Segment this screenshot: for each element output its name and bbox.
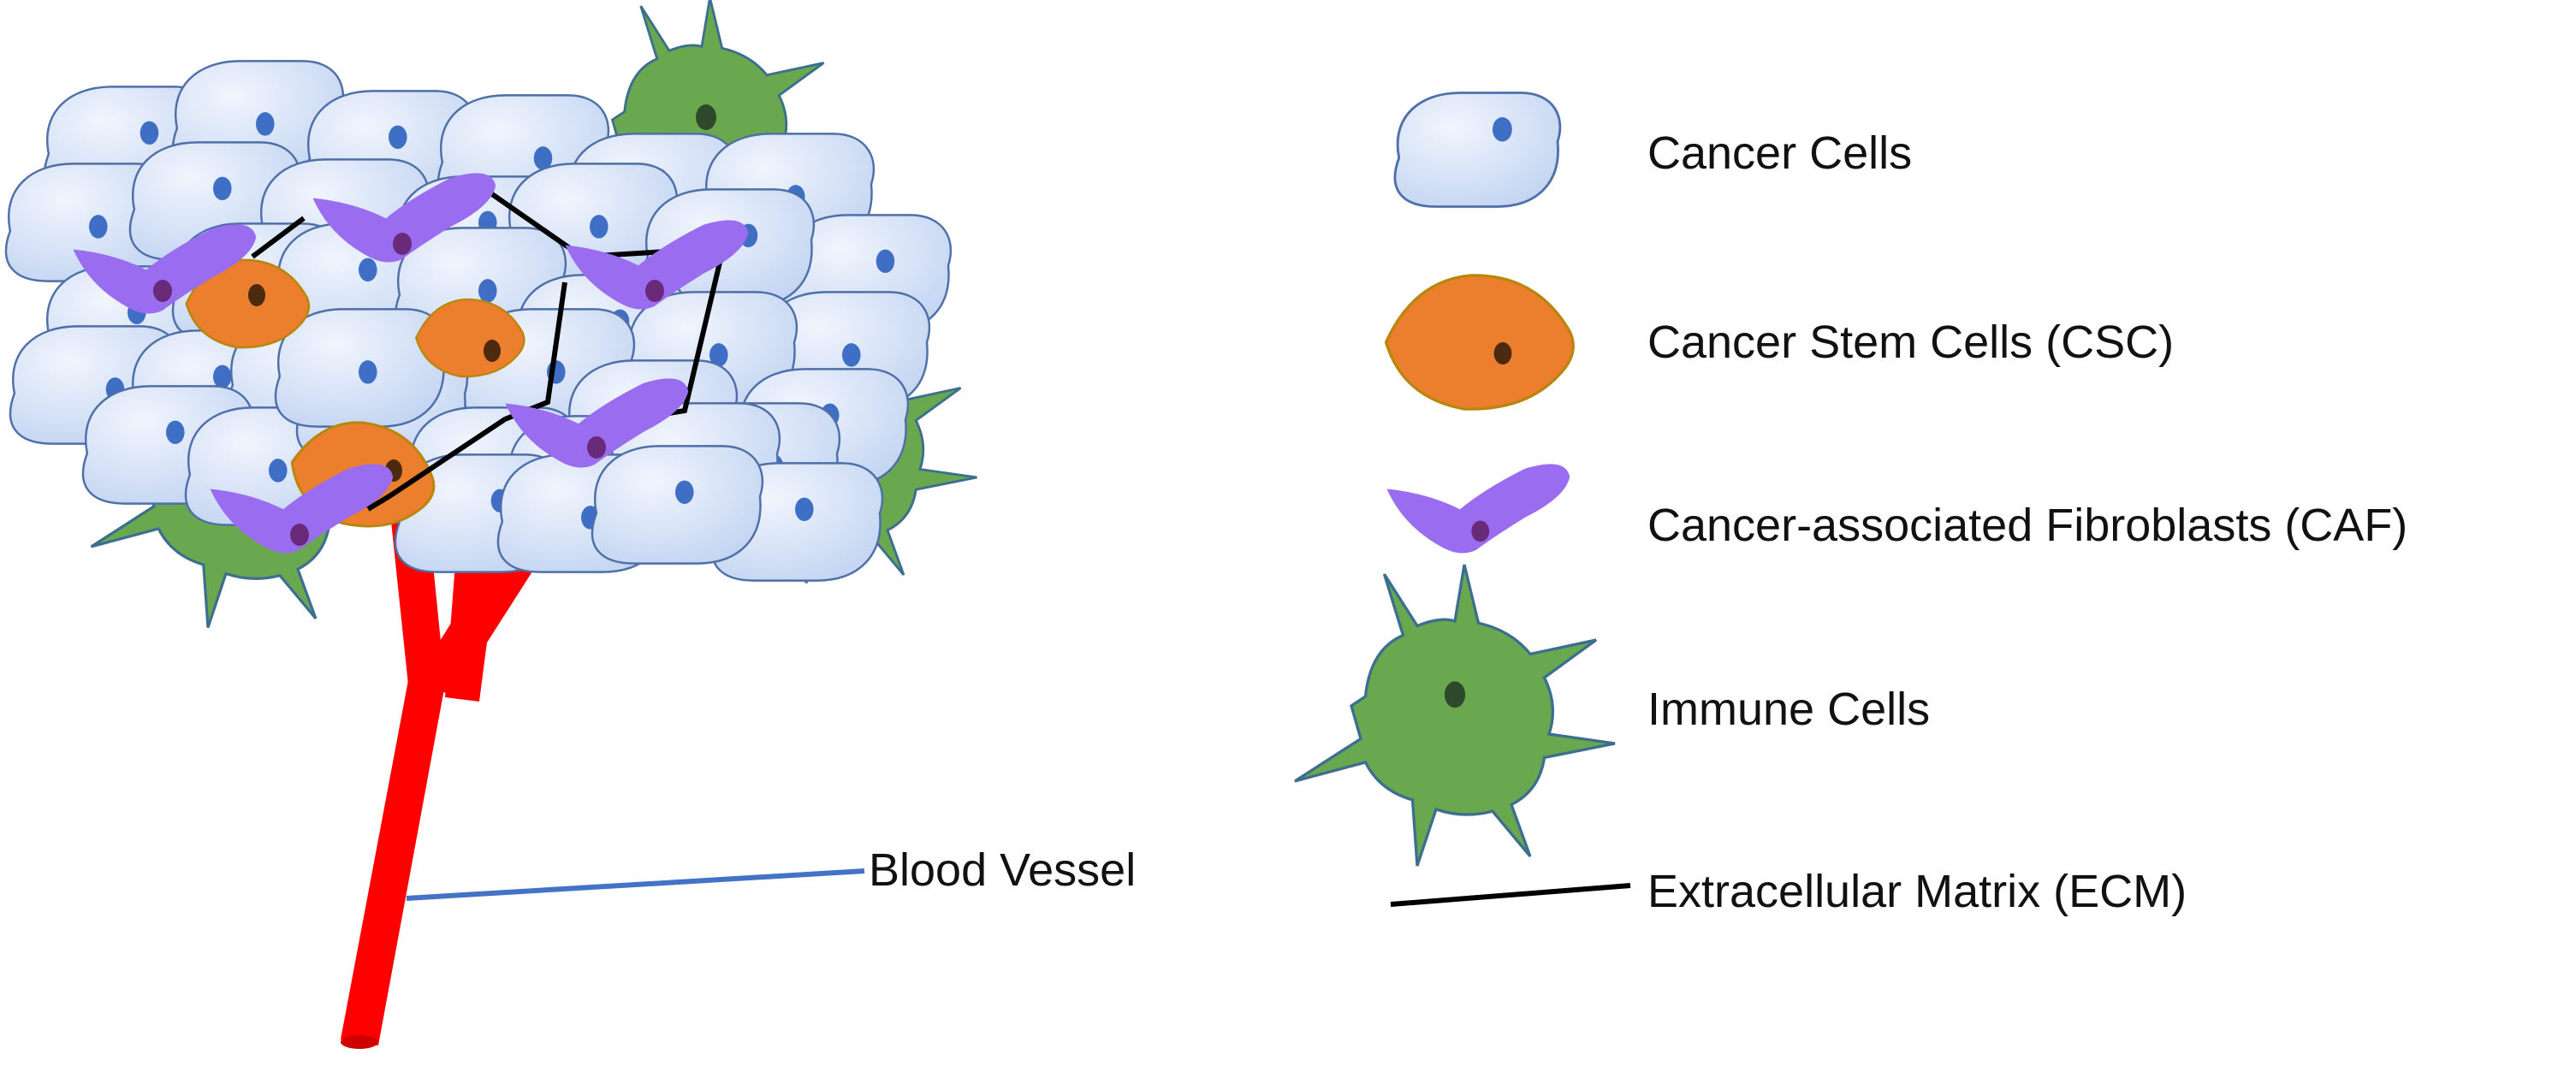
cancer-cell [394,227,567,346]
cancer-cell [304,90,478,210]
cancer-cell [625,291,798,411]
cancer-cell-nucleus [89,215,108,239]
cancer-cell [274,222,448,342]
cancer-cell-nucleus [359,360,377,384]
cancer-cell [43,86,217,205]
cancer-cell-nucleus [256,112,275,136]
cancer-cell [81,385,255,505]
cancer-cell-nucleus [139,121,159,145]
legend-cancer-stem-cells-label: Cancer Stem Cells (CSC) [1647,317,2175,368]
immune-cell-icon [1293,563,1617,868]
cancer-cell [591,445,764,565]
cancer-cell-nucleus [590,215,608,239]
caf-nucleus [153,280,172,302]
legend [1293,92,1631,907]
cancer-cell-nucleus [269,459,288,483]
stem-cell-icon [1384,274,1575,411]
cancer-cell [4,163,178,282]
blood-vessel-label: Blood Vessel [869,844,1137,896]
csc-nucleus [248,284,265,306]
cancer-cell-nucleus [166,420,185,445]
cancer-cell-nucleus [795,497,814,522]
ecm-fiber [251,216,306,259]
csc-nucleus [484,340,501,362]
immune-nucleus [696,104,716,130]
caf-nucleus [393,233,412,255]
legend-ecm-label: Extracellular Matrix (ECM) [1647,866,2187,917]
fibroblasts-cluster [73,173,749,554]
caf-nucleus [587,436,606,459]
cancer-cell [128,141,302,261]
cancer-cell-nucleus [389,125,407,150]
cancer-cell [757,291,931,411]
cancer-cell [171,60,345,180]
cancer-cell-icon [1393,92,1562,208]
vessel-trunk [341,676,445,1045]
caf-nucleus [290,524,309,546]
cancer-cell [505,163,679,282]
legend-caf-label: Cancer-associated Fibroblasts (CAF) [1647,500,2408,551]
legend-immune-cells-label: Immune Cells [1647,684,1931,735]
cancer-cell [274,308,448,428]
cancer-cell-nucleus [675,480,694,505]
cancer-cell [710,462,884,582]
cancer-cell [184,406,358,526]
legend-cancer-cells-label: Cancer Cells [1647,127,1913,179]
vessel-end [341,1035,378,1049]
cancer-cell-nucleus [359,258,377,282]
cancer-cell-nucleus [842,343,861,367]
blood-vessel-pointer [406,868,865,901]
cancer-cell-nucleus [213,364,232,389]
ecm-line-icon [1390,883,1631,907]
ecm-fiber [366,494,391,512]
cancer-cell-nucleus [478,279,497,303]
cancer-cell [436,94,610,214]
cancer-cell [128,329,302,449]
cancer-cell-nucleus [709,343,728,367]
cancer-cell-nucleus [533,146,553,170]
cancer-cell-nucleus [213,176,232,201]
fibroblast-icon [1386,464,1570,554]
caf-nucleus [645,280,664,302]
cancer-cell [779,214,953,334]
cancer-cell-nucleus [875,249,895,274]
